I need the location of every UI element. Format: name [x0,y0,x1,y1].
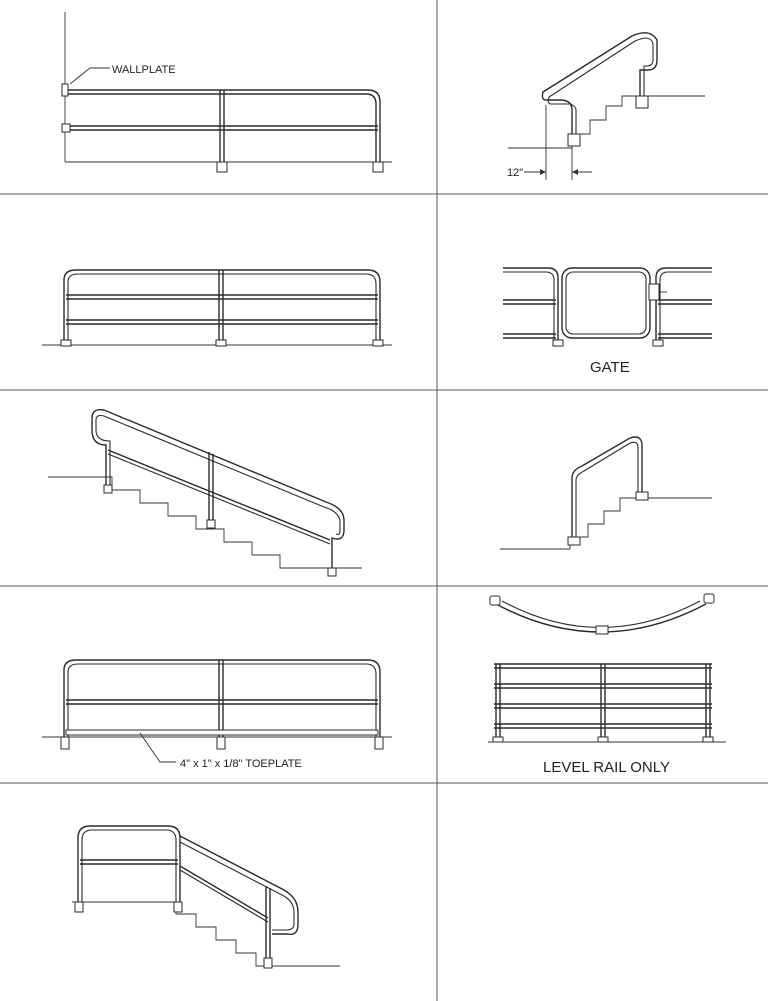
panel-toeplate-guard [42,659,392,763]
panel-wall-rail [61,12,392,173]
wallplate-label: WALLPLATE [112,64,176,76]
toeplate-label: 4" x 1" x 1/8" TOEPLATE [180,758,302,770]
panel-long-stair [48,408,362,577]
panel-handrail-stair [500,436,712,550]
dimension-12-label: 12" [507,167,523,179]
panel-short-stair [508,32,705,180]
panel-landing-stair [72,825,340,969]
panel-gate [503,267,712,347]
panel-level-guard [42,269,392,347]
panel-level-rail [488,593,726,743]
level-rail-only-label: LEVEL RAIL ONLY [543,759,670,776]
gate-label: GATE [590,359,630,376]
